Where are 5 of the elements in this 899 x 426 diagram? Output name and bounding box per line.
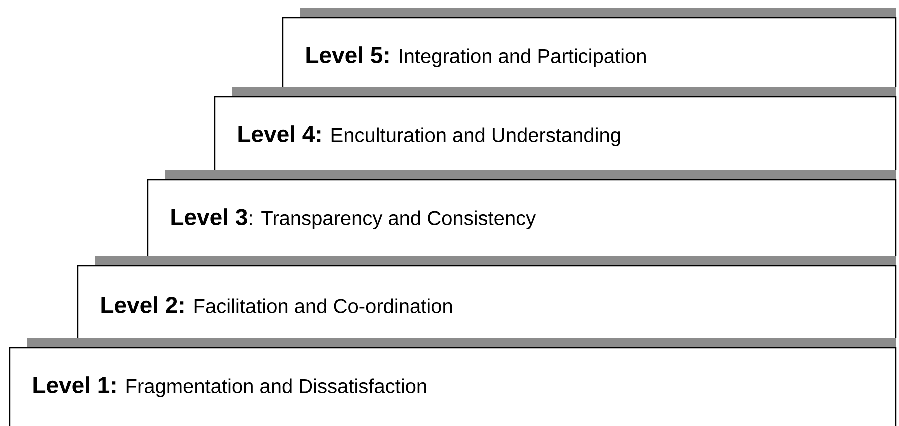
step-box: Level 5: Integration and Participation [282, 17, 897, 87]
step-box: Level 1: Fragmentation and Dissatisfaction [9, 347, 897, 426]
step-box: Level 3: Transparency and Consistency [147, 179, 897, 256]
step-box: Level 4: Enculturation and Understanding [214, 96, 897, 170]
step-box: Level 2: Facilitation and Co-ordination [77, 265, 897, 338]
